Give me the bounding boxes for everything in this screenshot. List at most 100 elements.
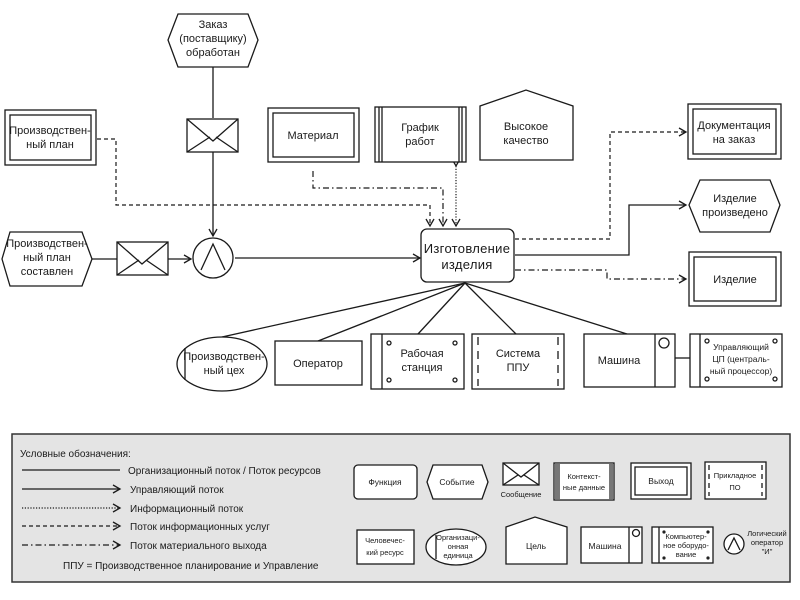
legend: Условные обозначения: Организационный по…	[11, 433, 791, 583]
legend-line-control-flow: Управляющий поток	[22, 484, 224, 496]
legend-symbol-human-resource: Человечес- кий ресурс	[356, 529, 415, 565]
node-label: на заказ	[713, 134, 756, 146]
legend-symbol-label: Организаци-	[436, 533, 480, 542]
event-plan-composed[interactable]: Производствен- ный план составлен	[1, 231, 93, 287]
legend-label: Организационный поток / Поток ресурсов	[128, 466, 321, 477]
node-label: качество	[503, 135, 548, 147]
node-label: Документация	[697, 120, 770, 132]
legend-symbol-label: Событие	[439, 477, 474, 487]
link-workshop	[221, 282, 466, 338]
legend-symbol-output: Выход	[630, 462, 692, 500]
event-product-made[interactable]: Изделие произведено	[688, 179, 781, 233]
legend-symbol-label: вание	[676, 550, 697, 559]
node-label: станция	[401, 362, 442, 374]
event-label: составлен	[21, 266, 73, 278]
link-operator	[317, 282, 466, 342]
node-label: работ	[405, 136, 434, 148]
app-software-work-schedule[interactable]: График работ	[374, 106, 467, 163]
legend-symbol-machine: Машина	[580, 526, 643, 564]
legend-abbreviation: ППУ = Производственное планирование и Уп…	[63, 561, 319, 572]
logical-and-operator[interactable]	[192, 237, 234, 279]
legend-symbol-label: Сообщение	[501, 490, 542, 499]
legend-symbol-function: Функция	[353, 464, 418, 500]
legend-symbol-label: Человечес-	[365, 536, 405, 545]
output-order-docs[interactable]: Документация на заказ	[687, 103, 782, 160]
event-label: Изделие	[713, 193, 757, 205]
machine-resource[interactable]: Машина	[583, 333, 676, 388]
event-label: Производствен-	[6, 238, 88, 250]
legend-label: Поток материального выхода	[130, 541, 267, 552]
event-label: произведено	[702, 207, 768, 219]
legend-line-info-flow: Информационный поток	[22, 503, 244, 515]
output-production-plan[interactable]: Производствен- ный план	[4, 109, 97, 166]
event-order-processed[interactable]: Заказ (поставщику) обработан	[167, 13, 259, 68]
node-label: Материал	[288, 130, 339, 142]
node-label: Управляющий	[713, 342, 769, 352]
link-workstation	[417, 282, 466, 335]
message-icon	[116, 241, 169, 276]
node-label: ный процессор)	[710, 366, 773, 376]
computer-hw-workstation[interactable]: Рабочая станция	[370, 333, 465, 390]
connectors	[92, 67, 690, 359]
legend-symbol-goal: Цель	[505, 516, 568, 565]
node-label: Производствен-	[9, 125, 91, 137]
legend-symbol-label: ПО	[729, 483, 740, 492]
flow-product	[515, 269, 688, 284]
legend-symbol-label: ные данные	[563, 483, 605, 492]
node-label: Машина	[598, 355, 641, 367]
legend-symbol-label: Контекст-	[567, 472, 601, 481]
function-make-product[interactable]: Изготовление изделия	[420, 228, 515, 283]
function-label: изделия	[441, 257, 492, 272]
legend-label: Информационный поток	[130, 503, 244, 515]
node-label: ЦП (централь-	[712, 354, 770, 364]
legend-symbol-label: оператор	[751, 538, 783, 547]
node-label: График	[401, 122, 439, 134]
and-icon	[727, 536, 741, 551]
legend-symbol-event: Событие	[426, 464, 489, 500]
node-label: Рабочая	[400, 348, 443, 360]
org-unit-workshop[interactable]: Производствен- ный цех	[176, 336, 268, 392]
event-label: (поставщику)	[179, 33, 246, 45]
event-label: Заказ	[199, 19, 228, 31]
legend-symbol-label: Функция	[368, 477, 402, 487]
legend-symbol-label: Машина	[589, 541, 622, 551]
legend-symbol-label: единица	[443, 551, 473, 560]
legend-symbol-label: Выход	[648, 476, 673, 486]
legend-title: Условные обозначения:	[20, 448, 131, 460]
legend-line-material-output: Поток материального выхода	[22, 540, 267, 552]
node-label: ный план	[26, 139, 74, 151]
legend-symbol-label: Цель	[526, 541, 547, 551]
legend-symbol-label: Прикладное	[714, 471, 757, 480]
app-software-ppu-system[interactable]: Система ППУ	[471, 333, 565, 390]
flow-docs	[515, 127, 688, 240]
output-material[interactable]: Материал	[267, 107, 360, 163]
link-ppu	[464, 282, 517, 335]
event-label: обработан	[186, 47, 240, 59]
computer-hw-cpu[interactable]: Управляющий ЦП (централь- ный процессор)	[689, 333, 783, 388]
legend-label: Управляющий поток	[130, 485, 224, 496]
flow-material	[312, 171, 448, 228]
legend-symbol-label: ное оборудо-	[663, 541, 709, 550]
flow-plan-info	[97, 138, 435, 228]
node-label: Система	[496, 348, 541, 360]
legend-symbol-label: онная	[448, 542, 469, 551]
goal-high-quality[interactable]: Высокое качество	[479, 89, 574, 161]
and-icon	[200, 242, 226, 271]
link-machine	[464, 282, 628, 335]
function-label: Изготовление	[424, 241, 510, 256]
message-icon	[186, 118, 239, 153]
legend-symbol-message: Сообщение	[501, 462, 542, 499]
node-label: Оператор	[293, 358, 343, 370]
legend-symbol-label: кий ресурс	[366, 548, 404, 557]
flow-product-made	[515, 200, 688, 256]
legend-symbol-org-unit: Организаци- онная единица	[425, 528, 487, 566]
legend-symbol-label: "И"	[762, 547, 773, 556]
legend-symbol-computer-hw: Компьютер- ное оборудо- вание	[651, 526, 714, 564]
output-product[interactable]: Изделие	[688, 251, 782, 307]
event-label: ный план	[23, 252, 71, 264]
legend-label: Поток информационных услуг	[130, 521, 270, 533]
human-resource-operator[interactable]: Оператор	[274, 340, 363, 386]
legend-line-info-services: Поток информационных услуг	[22, 521, 270, 533]
node-label: Производствен-	[183, 351, 265, 363]
